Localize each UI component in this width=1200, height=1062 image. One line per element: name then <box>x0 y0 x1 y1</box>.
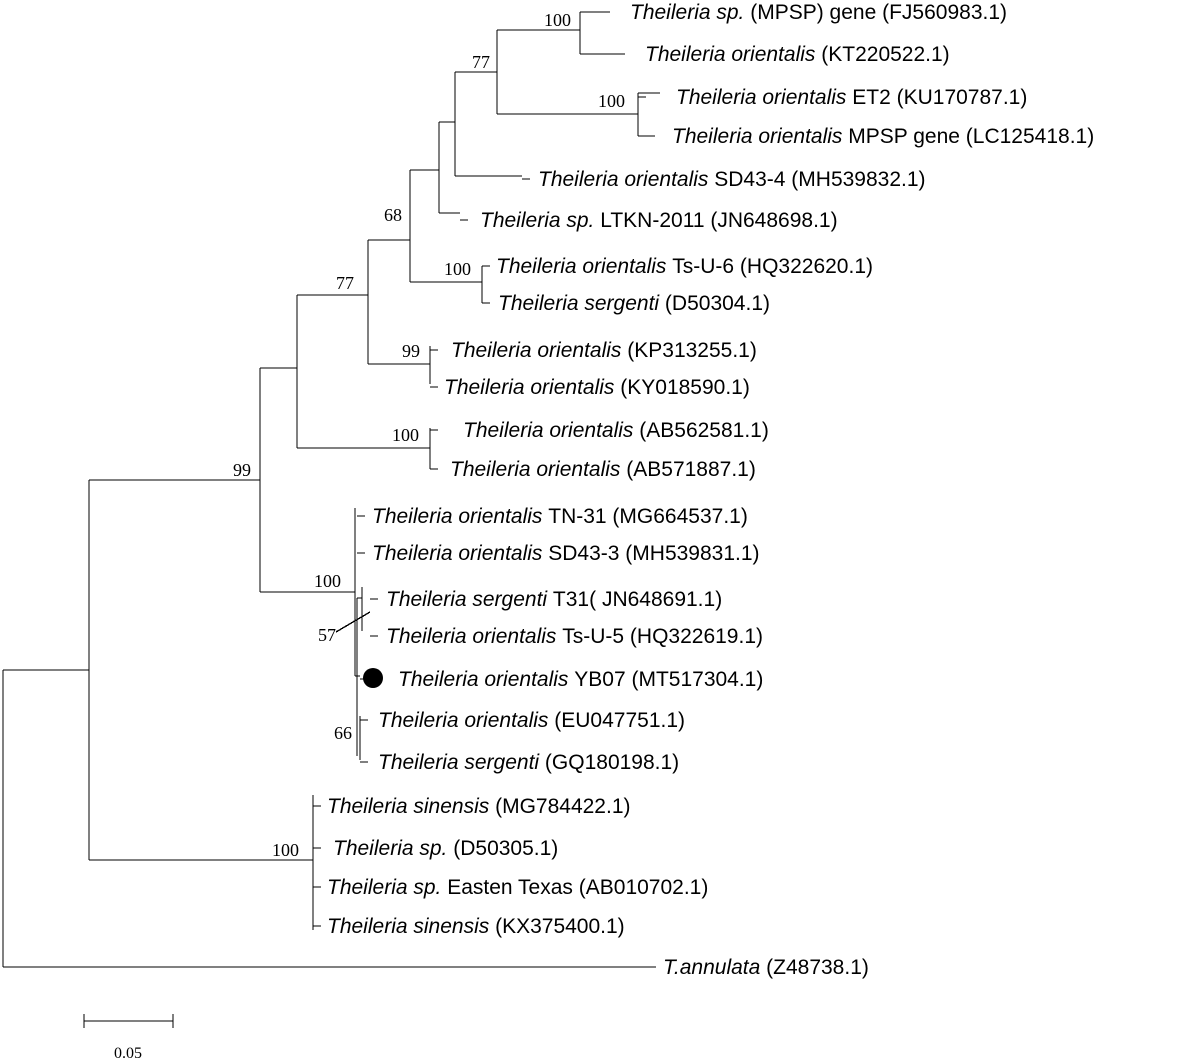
taxon-species: Theileria orientalis <box>444 376 615 399</box>
taxon-accession: (KP313255.1) <box>621 339 756 362</box>
bootstrap-value: 100 <box>272 840 299 860</box>
taxon-species: Theileria orientalis <box>378 709 549 732</box>
taxon-label: Theileria orientalis (KP313255.1) <box>451 339 757 362</box>
leaf-labels: Theileria sp. (MPSP) gene (FJ560983.1)Th… <box>327 1 1094 979</box>
support-values: 100 77 100 68 100 77 99 100 99 100 57 66 100 <box>233 10 625 860</box>
bootstrap-value: 68 <box>384 205 402 225</box>
taxon-accession: (MG784422.1) <box>489 795 630 818</box>
taxon-species: Theileria orientalis <box>463 419 634 442</box>
taxon-species: Theileria orientalis <box>450 458 621 481</box>
taxon-species: Theileria orientalis <box>372 505 543 528</box>
taxon-label: Theileria orientalis TN-31 (MG664537.1) <box>372 505 748 528</box>
taxon-species: Theileria sinensis <box>327 915 490 938</box>
taxon-label: Theileria orientalis YB07 (MT517304.1) <box>398 668 763 691</box>
bootstrap-value: 100 <box>598 91 625 111</box>
taxon-label: Theileria orientalis (KY018590.1) <box>444 376 750 399</box>
taxon-species: Theileria orientalis <box>538 168 709 191</box>
taxon-accession: (EU047751.1) <box>548 709 685 732</box>
taxon-accession: SD43-3 (MH539831.1) <box>542 542 759 565</box>
taxon-accession: (KX375400.1) <box>489 915 624 938</box>
taxon-species: Theileria sp. <box>480 209 594 232</box>
taxon-label: Theileria sinensis (MG784422.1) <box>327 795 631 818</box>
highlight-marker-icon <box>363 668 383 688</box>
bootstrap-value: 100 <box>444 259 471 279</box>
taxon-accession: SD43-4 (MH539832.1) <box>708 168 925 191</box>
taxon-label: Theileria sinensis (KX375400.1) <box>327 915 625 938</box>
taxon-accession: T31( JN648691.1) <box>547 588 722 611</box>
taxon-species: Theileria sergenti <box>498 292 660 315</box>
taxon-label: Theileria orientalis SD43-3 (MH539831.1) <box>372 542 760 565</box>
taxon-label: Theileria sergenti (D50304.1) <box>498 292 770 315</box>
taxon-label: T.annulata (Z48738.1) <box>663 956 869 979</box>
taxon-label: Theileria orientalis Ts-U-6 (HQ322620.1) <box>496 255 873 278</box>
bootstrap-value: 99 <box>402 341 420 361</box>
taxon-accession: (AB571887.1) <box>620 458 755 481</box>
taxon-accession: (KY018590.1) <box>614 376 749 399</box>
scale-bar-label: 0.05 <box>114 1045 142 1062</box>
taxon-accession: (D50304.1) <box>659 292 770 315</box>
bootstrap-value: 100 <box>392 425 419 445</box>
taxon-accession: ET2 (KU170787.1) <box>846 86 1027 109</box>
taxon-accession: Ts-U-5 (HQ322619.1) <box>556 625 763 648</box>
taxon-label: Theileria orientalis Ts-U-5 (HQ322619.1) <box>386 625 763 648</box>
taxon-species: Theileria sergenti <box>378 751 540 774</box>
taxon-accession: (Z48738.1) <box>760 956 869 979</box>
taxon-accession: (GQ180198.1) <box>539 751 679 774</box>
taxon-accession: (D50305.1) <box>447 837 558 860</box>
taxon-label: Theileria sergenti T31( JN648691.1) <box>386 588 722 611</box>
taxon-species: Theileria orientalis <box>372 542 543 565</box>
taxon-species: Theileria sergenti <box>386 588 548 611</box>
taxon-label: Theileria orientalis ET2 (KU170787.1) <box>676 86 1027 109</box>
bootstrap-value: 100 <box>314 571 341 591</box>
taxon-label: Theileria orientalis (EU047751.1) <box>378 709 685 732</box>
taxon-label: Theileria sp. (D50305.1) <box>333 837 558 860</box>
taxon-accession: LTKN-2011 (JN648698.1) <box>594 209 837 232</box>
taxon-accession: (MPSP) gene (FJ560983.1) <box>744 1 1007 24</box>
taxon-species: Theileria sp. <box>333 837 447 860</box>
taxon-label: Theileria orientalis (AB571887.1) <box>450 458 756 481</box>
taxon-species: Theileria orientalis <box>496 255 667 278</box>
taxon-accession: Easten Texas (AB010702.1) <box>441 876 708 899</box>
taxon-label: Theileria sp. LTKN-2011 (JN648698.1) <box>480 209 838 232</box>
taxon-species: Theileria sinensis <box>327 795 490 818</box>
bootstrap-value: 99 <box>233 460 251 480</box>
taxon-label: Theileria sp. (MPSP) gene (FJ560983.1) <box>630 1 1007 24</box>
bootstrap-value: 57 <box>318 625 336 645</box>
tree-branches <box>2 11 660 968</box>
taxon-label: Theileria orientalis SD43-4 (MH539832.1) <box>538 168 926 191</box>
taxon-accession: MPSP gene (LC125418.1) <box>842 125 1094 148</box>
bootstrap-value: 77 <box>336 273 354 293</box>
bootstrap-value: 100 <box>544 10 571 30</box>
scale-bar: 0.05 <box>83 1014 174 1062</box>
bootstrap-value: 66 <box>334 723 352 743</box>
taxon-label: Theileria sp. Easten Texas (AB010702.1) <box>327 876 708 899</box>
taxon-species: Theileria orientalis <box>672 125 843 148</box>
taxon-species: Theileria sp. <box>327 876 441 899</box>
taxon-label: Theileria orientalis MPSP gene (LC125418… <box>672 125 1094 148</box>
taxon-label: Theileria orientalis (AB562581.1) <box>463 419 769 442</box>
taxon-label: Theileria orientalis (KT220522.1) <box>645 43 950 66</box>
taxon-species: T.annulata <box>663 956 760 979</box>
taxon-species: Theileria orientalis <box>645 43 816 66</box>
tree-branch <box>335 611 371 633</box>
taxon-species: Theileria sp. <box>630 1 744 24</box>
taxon-accession: TN-31 (MG664537.1) <box>542 505 747 528</box>
taxon-accession: (KT220522.1) <box>815 43 949 66</box>
taxon-species: Theileria orientalis <box>386 625 557 648</box>
taxon-species: Theileria orientalis <box>398 668 569 691</box>
taxon-accession: YB07 (MT517304.1) <box>568 668 763 691</box>
taxon-accession: (AB562581.1) <box>633 419 768 442</box>
bootstrap-value: 77 <box>472 52 490 72</box>
taxon-species: Theileria orientalis <box>451 339 622 362</box>
taxon-accession: Ts-U-6 (HQ322620.1) <box>666 255 873 278</box>
taxon-species: Theileria orientalis <box>676 86 847 109</box>
taxon-label: Theileria sergenti (GQ180198.1) <box>378 751 679 774</box>
